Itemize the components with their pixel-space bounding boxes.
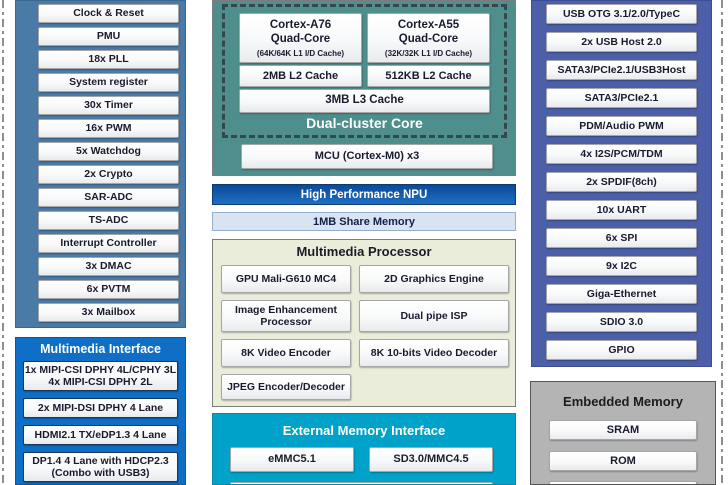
block-crypto: 2x Crypto [38, 165, 179, 184]
block-8k-video-encoder: 8K Video Encoder [221, 339, 351, 367]
block-sar-adc: SAR-ADC [38, 188, 179, 207]
block-dual-pipe-isp: Dual pipe ISP [359, 300, 509, 332]
npu-bar: High Performance NPU [212, 184, 516, 205]
block-sram: SRAM [549, 420, 697, 440]
multimedia-processor-title: Multimedia Processor [296, 244, 432, 259]
dp14-line2: (Combo with USB3) [51, 467, 150, 479]
chip-boundary-dash-left [2, 0, 4, 485]
multimedia-interface-title: Multimedia Interface [40, 342, 161, 356]
block-sdio: SDIO 3.0 [546, 312, 697, 332]
block-pmu: PMU [38, 27, 179, 46]
block-system-register: System register [38, 73, 179, 92]
chip-boundary-dash-right [721, 0, 723, 485]
external-memory-interface-panel: External Memory Interface eMMC5.1 SD3.0/… [212, 413, 516, 485]
cortex-a55-name: Cortex-A55 [397, 19, 460, 32]
block-gpio: GPIO [546, 340, 697, 360]
block-clock-reset: Clock & Reset [38, 4, 179, 23]
block-spi: 6x SPI [546, 228, 697, 248]
embedded-memory-panel: Embedded Memory SRAM ROM [530, 381, 716, 485]
embedded-memory-title: Embedded Memory [563, 394, 683, 409]
block-interrupt-controller: Interrupt Controller [38, 234, 179, 253]
block-8k-video-decoder: 8K 10-bits Video Decoder [359, 339, 509, 367]
block-cortex-a55: Cortex-A55 Quad-Core (32K/32K L1 I/D Cac… [367, 13, 490, 63]
block-mipi-csi: 1x MIPI-CSI DPHY 4L/CPHY 3L 4x MIPI-CSI … [23, 361, 178, 391]
mipi-csi-line2: 4x MIPI-CSI DPHY 2L [48, 376, 153, 388]
block-image-enhancement-processor: Image Enhancement Processor [221, 300, 351, 332]
block-timer: 30x Timer [38, 96, 179, 115]
dual-cluster-panel: Cortex-A76 Quad-Core (64K/64K L1 I/D Cac… [212, 0, 516, 176]
cortex-a76-name: Cortex-A76 [269, 19, 332, 32]
block-i2s-pcm-tdm: 4x I2S/PCM/TDM [546, 144, 697, 164]
block-gpu: GPU Mali-G610 MC4 [221, 265, 351, 293]
block-usb-otg: USB OTG 3.1/2.0/TypeC [546, 4, 697, 24]
connectivity-panel: USB OTG 3.1/2.0/TypeC 2x USB Host 2.0 SA… [531, 0, 712, 367]
block-dp14: DP1.4 4 Lane with HDCP2.3 (Combo with US… [23, 452, 178, 482]
block-l3-cache: 3MB L3 Cache [239, 89, 490, 113]
block-mipi-dsi: 2x MIPI-DSI DPHY 4 Lane [23, 398, 178, 418]
block-hdmi-edp: HDMI2.1 TX/eDP1.3 4 Lane [23, 425, 178, 445]
block-usb-host: 2x USB Host 2.0 [546, 32, 697, 52]
block-emmc: eMMC5.1 [230, 447, 354, 472]
external-memory-interface-title: External Memory Interface [282, 423, 446, 438]
mipi-csi-line1: 1x MIPI-CSI DPHY 4L/CPHY 3L [24, 363, 177, 376]
block-rom: ROM [549, 451, 697, 471]
block-pdm-audio-pwm: PDM/Audio PWM [546, 116, 697, 136]
block-pvtm: 6x PVTM [38, 280, 179, 299]
block-sata-pcie: SATA3/PCIe2.1 [546, 88, 697, 108]
block-cortex-a76: Cortex-A76 Quad-Core (64K/64K L1 I/D Cac… [239, 13, 362, 63]
block-mcu: MCU (Cortex-M0) x3 [241, 144, 493, 169]
block-sata-pcie-usb3host: SATA3/PCIe2.1/USB3Host [546, 60, 697, 80]
multimedia-processor-panel: Multimedia Processor GPU Mali-G610 MC4 2… [212, 239, 516, 407]
cortex-a76-cache: (64K/64K L1 I/D Cache) [256, 48, 345, 58]
dual-cluster-dashed-border: Cortex-A76 Quad-Core (64K/64K L1 I/D Cac… [222, 4, 507, 138]
hdmi-edp-line1: HDMI2.1 TX/eDP1.3 4 Lane [34, 428, 167, 441]
cortex-a55-type: Quad-Core [398, 33, 459, 46]
block-dmac: 3x DMAC [38, 257, 179, 276]
mipi-dsi-line1: 2x MIPI-DSI DPHY 4 Lane [37, 401, 164, 414]
block-2d-graphics-engine: 2D Graphics Engine [359, 265, 509, 293]
block-mailbox: 3x Mailbox [38, 303, 179, 322]
dual-cluster-title: Dual-cluster Core [306, 115, 423, 131]
block-uart: 10x UART [546, 200, 697, 220]
block-pll: 18x PLL [38, 50, 179, 69]
block-pwm: 16x PWM [38, 119, 179, 138]
block-spdif: 2x SPDIF(8ch) [546, 172, 697, 192]
cortex-a55-cache: (32K/32K L1 I/D Cache) [384, 48, 473, 58]
multimedia-interface-panel: Multimedia Interface 1x MIPI-CSI DPHY 4L… [15, 337, 186, 485]
block-i2c: 9x I2C [546, 256, 697, 276]
block-a55-l2-cache: 512KB L2 Cache [367, 65, 490, 87]
block-giga-ethernet: Giga-Ethernet [546, 284, 697, 304]
cortex-a76-type: Quad-Core [270, 33, 331, 46]
dp14-line1: DP1.4 4 Lane with HDCP2.3 [32, 454, 169, 467]
block-sd-mmc: SD3.0/MMC4.5 [369, 447, 493, 472]
block-dram-partial [230, 482, 493, 484]
block-ts-adc: TS-ADC [38, 211, 179, 230]
block-embedded-partial [549, 481, 697, 484]
block-watchdog: 5x Watchdog [38, 142, 179, 161]
system-panel: Clock & Reset PMU 18x PLL System registe… [15, 0, 186, 328]
share-memory-bar: 1MB Share Memory [212, 212, 516, 231]
block-jpeg-encoder-decoder: JPEG Encoder/Decoder [221, 374, 351, 400]
block-a76-l2-cache: 2MB L2 Cache [239, 65, 362, 87]
